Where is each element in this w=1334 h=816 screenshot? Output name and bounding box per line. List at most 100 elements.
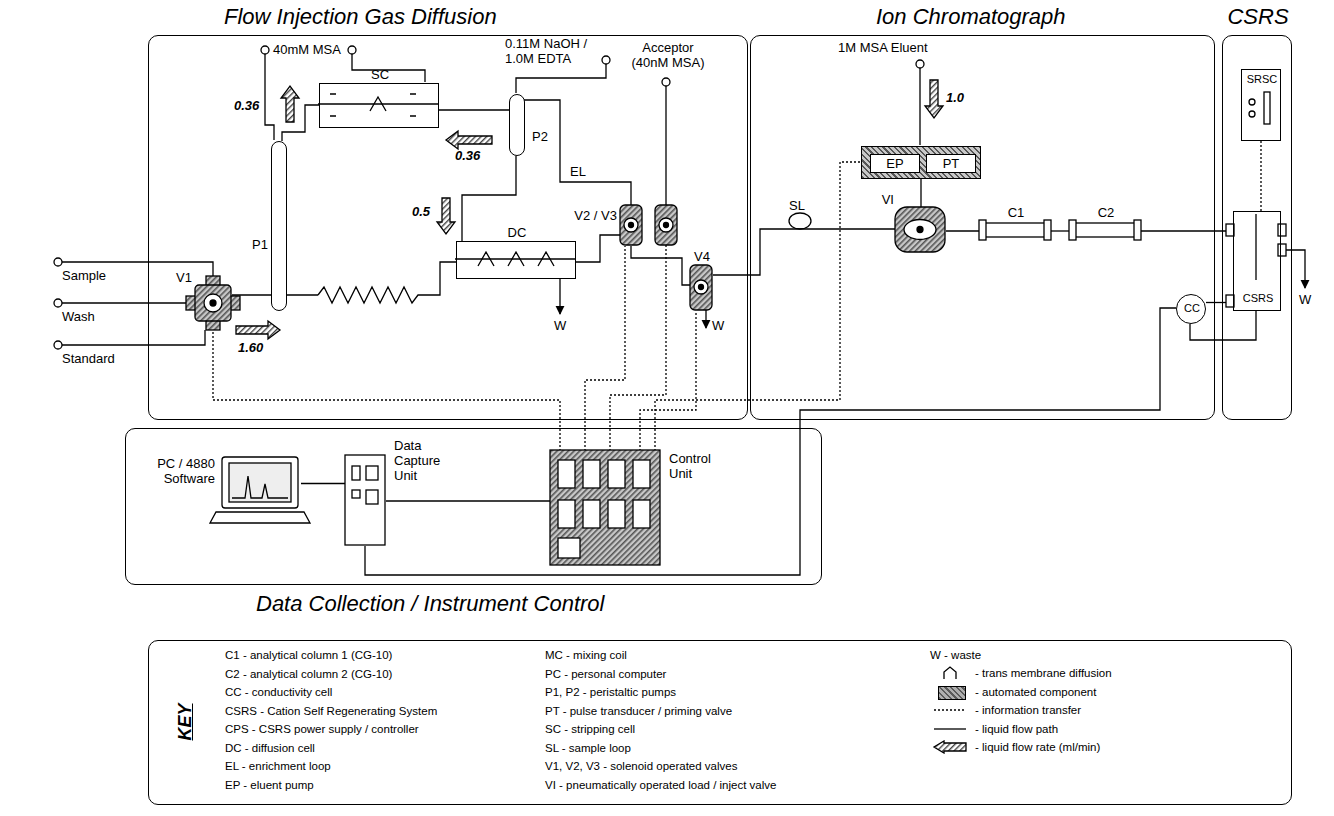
key-entry: PT - pulse transducer / priming valve xyxy=(545,704,732,718)
valve-v2v3 xyxy=(620,205,642,245)
label: W xyxy=(1299,292,1311,307)
flow-line xyxy=(439,109,509,110)
mixing-coil xyxy=(318,287,422,303)
eluent-port xyxy=(916,60,924,68)
node-label: KEY xyxy=(174,692,196,752)
label: EL xyxy=(570,164,586,179)
label: W xyxy=(712,318,724,333)
srs-controller: SRSC xyxy=(1241,69,1281,141)
column-body xyxy=(1075,223,1135,237)
legend-text: - liquid flow rate (ml/min) xyxy=(975,740,1100,754)
control-unit: Control Unit xyxy=(551,451,661,566)
solenoid-valve: V2 / V3 xyxy=(621,206,643,246)
inject-valve xyxy=(895,207,945,252)
node-label: CC xyxy=(1177,302,1207,315)
eluent-line xyxy=(919,68,920,145)
label: 0.11M NaOH / 1.0M EDTA xyxy=(505,36,601,66)
membrane xyxy=(318,103,438,104)
diffusion-cell: DC xyxy=(456,241,576,279)
node-label: P1 xyxy=(248,237,268,252)
flow-line xyxy=(631,246,691,285)
wash-line xyxy=(62,302,186,303)
label: Acceptor (40nM MSA) xyxy=(628,40,708,70)
eluent-pump: EPPT xyxy=(861,146,981,179)
chromatogram-trace xyxy=(232,476,288,498)
legend-text: - information transfer xyxy=(975,703,1081,717)
key-entry: CSRS - Cation Self Regenerating System xyxy=(225,704,437,718)
key-entry: V1, V2, V3 - solenoid operated valves xyxy=(545,759,737,773)
membrane-chevron xyxy=(370,97,386,111)
legend-sample xyxy=(930,722,970,736)
monitor xyxy=(222,457,298,508)
node-label: CSRS xyxy=(1203,4,1313,30)
node-label: Data Capture Unit xyxy=(394,438,456,483)
node-label: V1 xyxy=(170,270,192,285)
key-entry: VI - pneumatically operated load / injec… xyxy=(545,778,776,792)
information-line xyxy=(585,246,625,451)
label: 40mM MSA xyxy=(273,42,341,57)
label: Standard xyxy=(62,351,115,366)
region-panel: Flow Injection Gas DiffusionSCP1P2DCV1V2… xyxy=(148,35,748,420)
solenoid-valve: V1 xyxy=(196,286,232,322)
key-entry: PC - personal computer xyxy=(545,667,666,681)
msa-line xyxy=(265,54,274,140)
key-entry: W - waste xyxy=(930,648,981,662)
label: Wash xyxy=(62,309,95,324)
valve-v1 xyxy=(186,276,240,330)
node-label: C2 xyxy=(1076,205,1136,220)
acceptor-valve xyxy=(655,205,677,245)
label: W xyxy=(554,318,566,333)
flow-rate-arrow xyxy=(236,80,943,339)
legend-swatch xyxy=(938,686,966,700)
flow-line xyxy=(1136,230,1233,231)
peristaltic-pump: P1 xyxy=(271,141,287,311)
valve-v4 xyxy=(690,265,712,310)
key-entry: C1 - analytical column 1 (CG-10) xyxy=(225,648,392,662)
node-label: Ion Chromatograph xyxy=(876,4,1206,30)
node-label: PC / 4880 Software xyxy=(123,456,215,486)
region-panel: CSRSSRSCCSRS xyxy=(1222,35,1292,420)
inlet-port xyxy=(54,299,62,307)
node-label: P2 xyxy=(532,129,554,144)
key-entry: EP - eluent pump xyxy=(225,778,314,792)
flow-rate: 0.36 xyxy=(455,148,480,163)
node-label: VI xyxy=(876,192,894,207)
region-panel: Ion ChromatographEPPTVIC1C2CC xyxy=(750,35,1215,420)
legend-text: - trans membrane diffusion xyxy=(975,666,1112,680)
personal-computer: PC / 4880 Software xyxy=(221,456,301,511)
inject-valve: VI xyxy=(896,208,946,253)
legend-text: - automated component xyxy=(975,685,1096,699)
membrane-chevron xyxy=(478,252,554,266)
key-entry: P1, P2 - peristaltic pumps xyxy=(545,685,676,699)
information-line xyxy=(640,311,696,451)
key-entry: DC - diffusion cell xyxy=(225,741,315,755)
label: SL xyxy=(789,198,805,213)
csrs-membrane xyxy=(1255,214,1256,280)
srsc-knob xyxy=(1249,99,1255,105)
flow-rate: 0.5 xyxy=(412,204,430,219)
node-label: PT xyxy=(926,154,976,173)
reagent-port xyxy=(348,46,356,54)
reagent-port xyxy=(261,46,269,54)
waste-line xyxy=(559,278,560,314)
waste-line xyxy=(705,310,706,328)
information-line xyxy=(213,322,560,451)
reagent-port xyxy=(602,56,610,64)
region-panel: Data Collection / Instrument ControlPC /… xyxy=(125,428,822,585)
node-label: V2 / V3 xyxy=(569,208,617,223)
information-line xyxy=(1260,141,1261,211)
node-label: DC xyxy=(457,225,577,240)
node-label: Flow Injection Gas Diffusion xyxy=(224,4,624,30)
reagent-port xyxy=(662,78,670,86)
legend-text: - liquid flow path xyxy=(975,722,1058,736)
key-entry: EL - enrichment loop xyxy=(225,759,331,773)
legend-sample xyxy=(930,666,970,680)
analytical-column: C2 xyxy=(1076,224,1136,238)
flow-rate: 0.36 xyxy=(234,98,259,113)
column-body xyxy=(985,223,1045,237)
flow-rate: 1.60 xyxy=(238,340,263,355)
srsc-slider xyxy=(1264,92,1270,124)
inlet-port xyxy=(54,258,62,266)
flow-rate: 1.0 xyxy=(946,90,964,105)
peristaltic-pump: P2 xyxy=(509,94,525,156)
